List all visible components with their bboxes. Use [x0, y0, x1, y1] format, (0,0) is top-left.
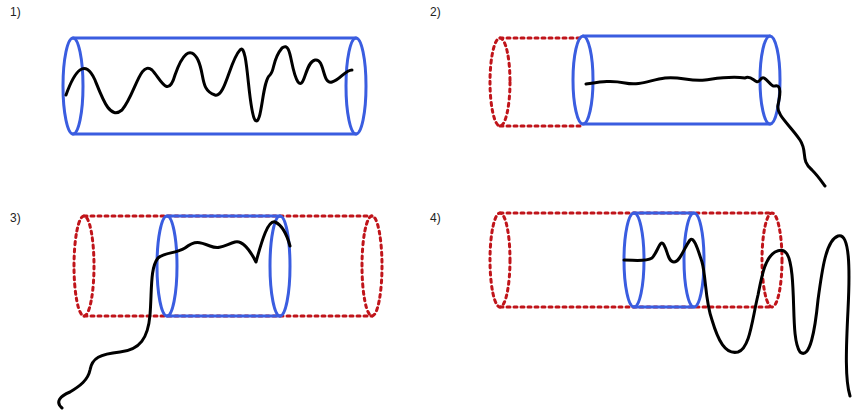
panel-number: 4)	[430, 212, 441, 224]
narrow-cylinder	[157, 216, 290, 316]
polymer-chain	[59, 222, 290, 408]
full-cylinder	[63, 38, 366, 134]
original-cylinder-outline	[490, 38, 580, 126]
compressed-cylinder	[573, 36, 780, 124]
polymer-chain	[586, 77, 825, 186]
polymer-chain	[624, 236, 850, 396]
original-cylinder-outline	[74, 216, 382, 316]
polymer-chain	[66, 47, 352, 121]
panel-number: 1)	[10, 6, 21, 18]
panel-number: 2)	[430, 6, 441, 18]
panel-number: 3)	[10, 212, 21, 224]
